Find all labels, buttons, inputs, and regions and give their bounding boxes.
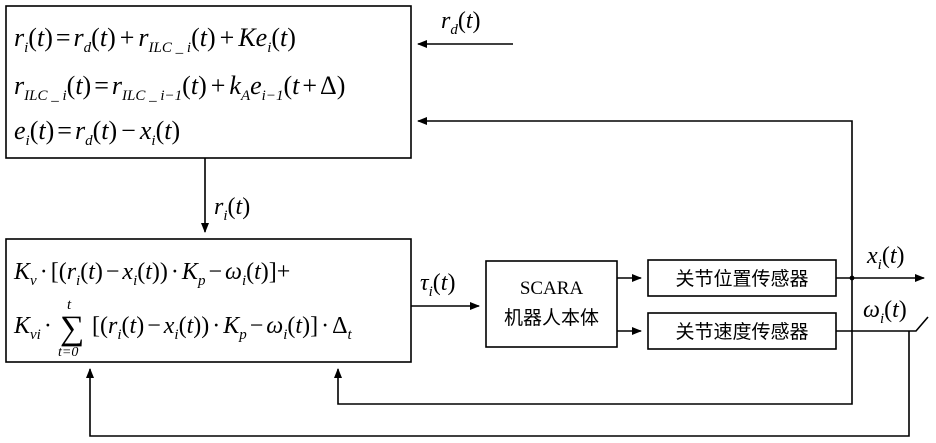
velocity-sensor-label: 关节速度传感器 bbox=[675, 321, 808, 343]
controller-eq-2-right: [(ri(t)−xi(t))·Kp−ωi(t)]·Δt bbox=[92, 313, 353, 343]
ri-signal-label: ri(t) bbox=[214, 194, 250, 224]
scara-robot-block bbox=[486, 261, 617, 347]
ilc-eq-3: ei(t)=rd(t)−xi(t) bbox=[14, 116, 180, 149]
sum-lower-limit: t=0 bbox=[58, 345, 78, 360]
x-signal-label: xi(t) bbox=[866, 243, 905, 273]
omega-signal-label: ωi(t) bbox=[863, 297, 907, 327]
rd-signal-label: rd(t) bbox=[441, 8, 481, 38]
controller-eq-1: Kv·[(ri(t)−xi(t))·Kp−ωi(t)]+ bbox=[13, 259, 290, 289]
x-feedback-to-ilc-arrow bbox=[418, 121, 852, 278]
tau-signal-label: τi(t) bbox=[420, 270, 455, 300]
position-sensor-label: 关节位置传感器 bbox=[675, 268, 808, 290]
scara-label-line1: SCARA bbox=[520, 278, 584, 299]
scara-label-line2: 机器人本体 bbox=[504, 307, 599, 329]
sum-symbol: ∑ bbox=[60, 310, 84, 347]
